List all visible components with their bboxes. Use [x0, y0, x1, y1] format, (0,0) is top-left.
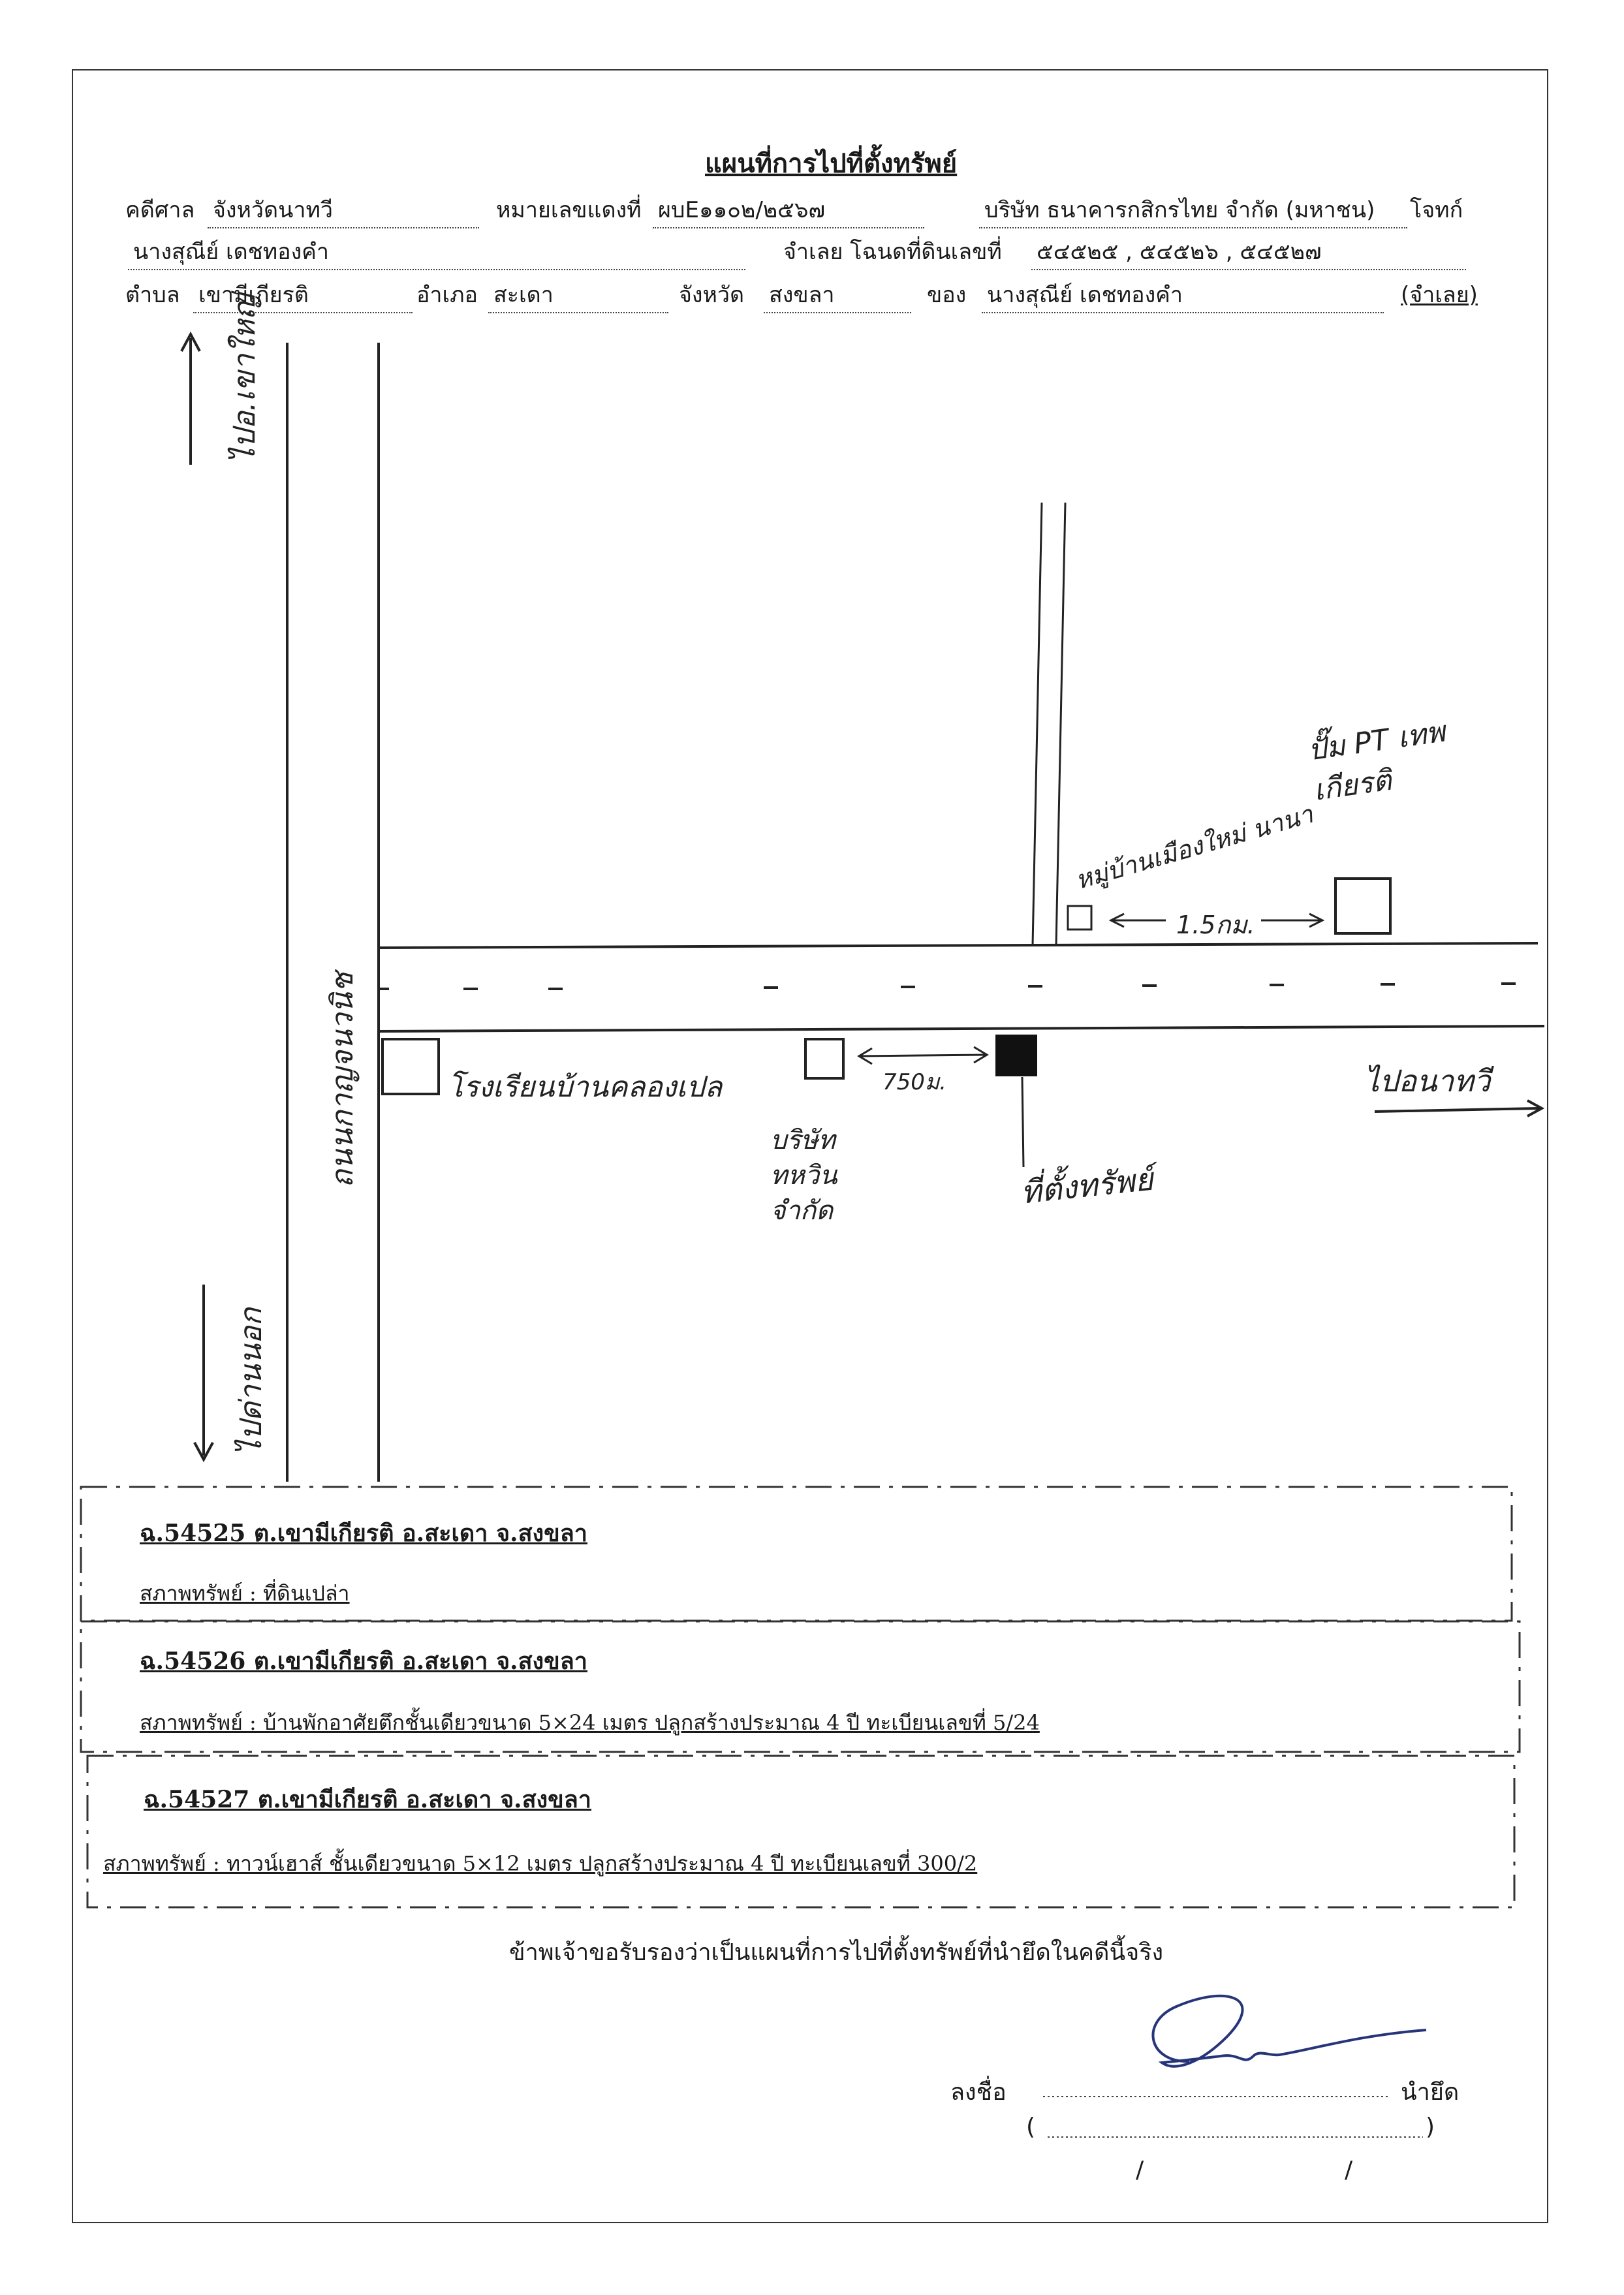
- owner-value: นางสุณีย์ เดชทองคำ: [982, 277, 1384, 313]
- property-marker: [995, 1035, 1037, 1076]
- owner-label: ของ: [927, 282, 967, 308]
- company-marker: [804, 1038, 845, 1080]
- district-value: สะเดา: [488, 277, 668, 313]
- province-label: จังหวัด: [679, 282, 745, 308]
- signature-scribble: [1151, 1994, 1427, 2068]
- label-to-top: ไปอ.เขาใหญ่: [226, 294, 262, 463]
- distance-2-arrow: [860, 1054, 986, 1057]
- cross-road-bottom-edge: [378, 1025, 1545, 1033]
- owner-role: (จำเลย): [1401, 282, 1478, 308]
- parcel-2-title: ฉ.54526 ต.เขามีเกียรติ อ.สะเดา จ.สงขลา: [140, 1647, 588, 1675]
- arrow-right-icon: [1374, 1107, 1540, 1113]
- plaintiff-value: บริษัท ธนาคารกสิกรไทย จำกัด (มหาชน): [979, 192, 1407, 228]
- parcel-3-box: [86, 1755, 1516, 1909]
- parcel-2-condition: สภาพทรัพย์ : บ้านพักอาศัยตึกชั้นเดียวขนา…: [140, 1710, 1040, 1735]
- province-value: สงขลา: [764, 277, 911, 313]
- label-distance-1: 1.5กม.: [1176, 911, 1255, 939]
- cross-road-top-edge: [378, 942, 1538, 949]
- case-value: ผบE๑๑๐๒/๒๕๖๗: [653, 192, 924, 228]
- side-road-left-edge: [1031, 502, 1043, 946]
- village-marker: [1067, 905, 1093, 931]
- name-paren-open: (: [1026, 2114, 1036, 2140]
- parcel-3-title: ฉ.54527 ต.เขามีเกียรติ อ.สะเดา จ.สงขลา: [144, 1786, 592, 1813]
- date-slash-2: /: [1345, 2157, 1353, 2183]
- parcel-2-box: [80, 1620, 1521, 1753]
- page-border: [72, 69, 1548, 2223]
- subdistrict-label: ตำบล: [125, 282, 180, 308]
- defendant-value: นางสุณีย์ เดชทองคำ: [128, 234, 745, 270]
- gas-station-marker: [1334, 877, 1392, 935]
- cross-road-centre-dashes: [379, 982, 1516, 990]
- label-to-bottom: ไปด่านนอก: [233, 1307, 268, 1456]
- deed-numbers: ๕๔๕๒๕ , ๕๔๕๒๖ , ๕๔๕๒๗: [1031, 234, 1466, 270]
- court-label: คดีศาล: [125, 197, 195, 223]
- parcel-1-condition: สภาพทรัพย์ : ที่ดินเปล่า: [140, 1581, 350, 1606]
- sign-role: นำยึด: [1401, 2079, 1460, 2106]
- district-label: อำเภอ: [416, 282, 478, 308]
- sign-label: ลงชื่อ: [950, 2079, 1007, 2106]
- plaintiff-label: โจทก์: [1410, 197, 1463, 223]
- label-school: โรงเรียนบ้านคลองเปล: [448, 1070, 723, 1104]
- label-distance-2: 750ม.: [882, 1069, 947, 1095]
- property-pointer: [1021, 1076, 1025, 1168]
- parcel-1-title: ฉ.54525 ต.เขามีเกียรติ อ.สะเดา จ.สงขลา: [140, 1520, 588, 1547]
- page-title: แผนที่การไปที่ตั้งทรัพย์: [705, 149, 958, 179]
- name-paren-close: ): [1426, 2114, 1435, 2140]
- side-road-right-edge: [1055, 502, 1067, 946]
- date-slash-1: /: [1136, 2157, 1144, 2183]
- parcel-3-condition: สภาพทรัพย์ : ทาวน์เฮาส์ ชั้นเดียวขนาด 5×…: [103, 1851, 978, 1876]
- defendant-deed-label: จำเลย โฉนดที่ดินเลขที่: [783, 239, 1002, 265]
- label-to-right: ไปอนาทวี: [1364, 1063, 1491, 1099]
- school-marker: [381, 1038, 440, 1095]
- subdistrict-value: เขามีเกียรติ: [193, 277, 413, 313]
- label-company: บริษัท ทหวิน จำกัด: [770, 1125, 837, 1226]
- label-main-road: ถนนกาญจนวนิช: [324, 972, 360, 1188]
- court-value: จังหวัดนาทวี: [208, 192, 479, 228]
- certification-text: ข้าพเจ้าขอรับรองว่าเป็นแผนที่การไปที่ตั้…: [509, 1939, 1164, 1966]
- case-label: หมายเลขแดงที่: [496, 197, 642, 223]
